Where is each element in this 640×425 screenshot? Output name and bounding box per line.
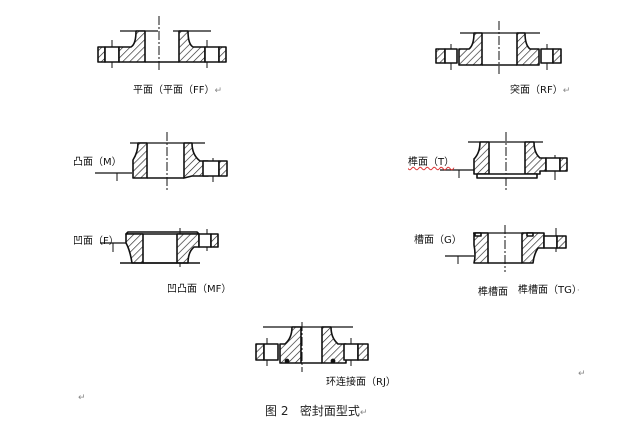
label-female-face: 凹面（F）	[73, 236, 119, 247]
label-tongue-groove-prefix: 榫槽面	[478, 287, 508, 298]
flange-g-drawing	[445, 225, 567, 272]
label-ring-joint-face: 环连接面（RJ）	[326, 377, 396, 388]
label-male-face: 凸面（M）	[73, 157, 122, 168]
flange-ff-drawing	[97, 16, 227, 72]
figure-caption: 图 2 密封面型式↵	[265, 404, 368, 418]
paragraph-mark-right: ↵	[578, 369, 586, 379]
flange-rf-drawing	[435, 21, 562, 74]
flange-f-drawing	[100, 228, 219, 268]
label-groove-face: 槽面（G）	[414, 235, 462, 246]
label-male-female-face: 凹凸面（MF）	[167, 284, 232, 295]
flange-m-drawing	[95, 132, 228, 190]
paragraph-mark-left: ↵	[78, 393, 86, 403]
label-tongue-groove-face: 榫槽面（TG）·	[518, 285, 580, 296]
label-raised-face: 突面（RF）↵	[510, 85, 571, 96]
flange-rj-drawing	[255, 322, 369, 372]
label-flat-face: 平面（平面（FF）↵	[133, 85, 223, 96]
label-tongue-face: 榫面（T）	[408, 157, 455, 168]
flange-t-drawing	[440, 132, 568, 190]
